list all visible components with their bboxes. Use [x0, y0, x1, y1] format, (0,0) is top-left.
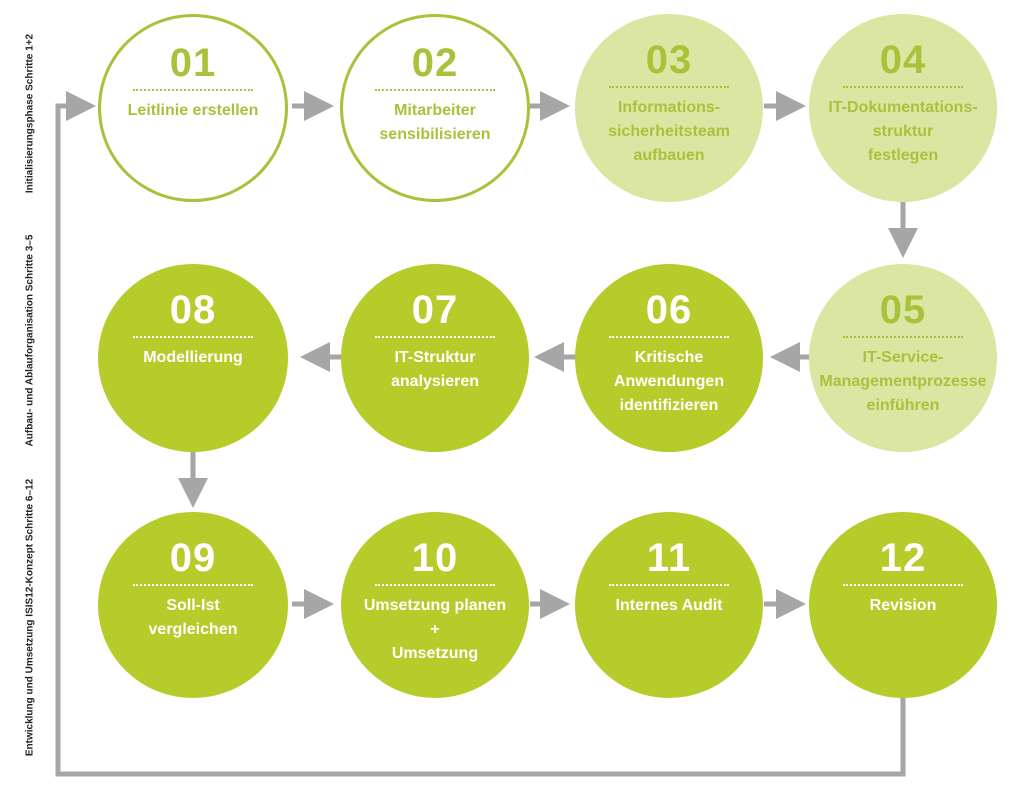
step-number: 04 [879, 38, 927, 82]
step-label: IT-Service- Managementprozesse einführen [819, 349, 987, 414]
step-03: 03 Informations- sicherheitsteam aufbaue… [575, 14, 763, 202]
step-number: 12 [879, 536, 927, 580]
step-number: 08 [169, 288, 217, 332]
dotted-divider [843, 86, 963, 88]
step-05: 05 IT-Service- Managementprozesse einfüh… [809, 264, 997, 452]
step-label: Leitlinie erstellen [127, 102, 259, 119]
step-number: 01 [169, 41, 217, 85]
step-10: 10 Umsetzung planen + Umsetzung [341, 512, 529, 698]
step-label: Revision [869, 597, 937, 614]
step-02: 02 Mitarbeiter sensibilisieren [340, 14, 530, 202]
step-label: Mitarbeiter sensibilisieren [379, 102, 491, 143]
step-number: 09 [169, 536, 217, 580]
step-12: 12 Revision [809, 512, 997, 698]
dotted-divider [609, 86, 729, 88]
step-number: 11 [646, 536, 692, 580]
step-08: 08 Modellierung [98, 264, 288, 452]
dotted-divider [609, 336, 729, 338]
step-number: 07 [411, 288, 459, 332]
step-number: 06 [645, 288, 693, 332]
step-label: IT-Struktur analysieren [390, 349, 480, 390]
dotted-divider [609, 584, 729, 586]
dotted-divider [375, 336, 495, 338]
dotted-divider [133, 89, 253, 91]
dotted-divider [133, 584, 253, 586]
dotted-divider [375, 89, 495, 91]
step-label: Kritische Anwendungen identifizieren [613, 349, 725, 414]
dotted-divider [843, 584, 963, 586]
step-number: 03 [645, 38, 693, 82]
dotted-divider [133, 336, 253, 338]
step-label: Informations- sicherheitsteam aufbauen [608, 99, 730, 164]
step-11: 11 Internes Audit [575, 512, 763, 698]
arrow-12-01-loop [55, 91, 906, 777]
step-label: Modellierung [143, 349, 243, 366]
step-number: 05 [879, 288, 927, 332]
step-07: 07 IT-Struktur analysieren [341, 264, 529, 452]
step-04: 04 IT-Dokumentations- struktur festlegen [809, 14, 997, 202]
step-label: Soll-Ist vergleichen [148, 597, 238, 638]
step-number: 10 [411, 536, 459, 580]
step-label: Internes Audit [615, 597, 723, 614]
step-06: 06 Kritische Anwendungen identifizieren [575, 264, 763, 452]
dotted-divider [843, 336, 963, 338]
step-label: IT-Dokumentations- struktur festlegen [828, 99, 978, 164]
step-01: 01 Leitlinie erstellen [98, 14, 288, 202]
step-number: 02 [411, 41, 459, 85]
step-09: 09 Soll-Ist vergleichen [98, 512, 288, 698]
dotted-divider [375, 584, 495, 586]
step-label: Umsetzung planen + Umsetzung [363, 597, 507, 662]
